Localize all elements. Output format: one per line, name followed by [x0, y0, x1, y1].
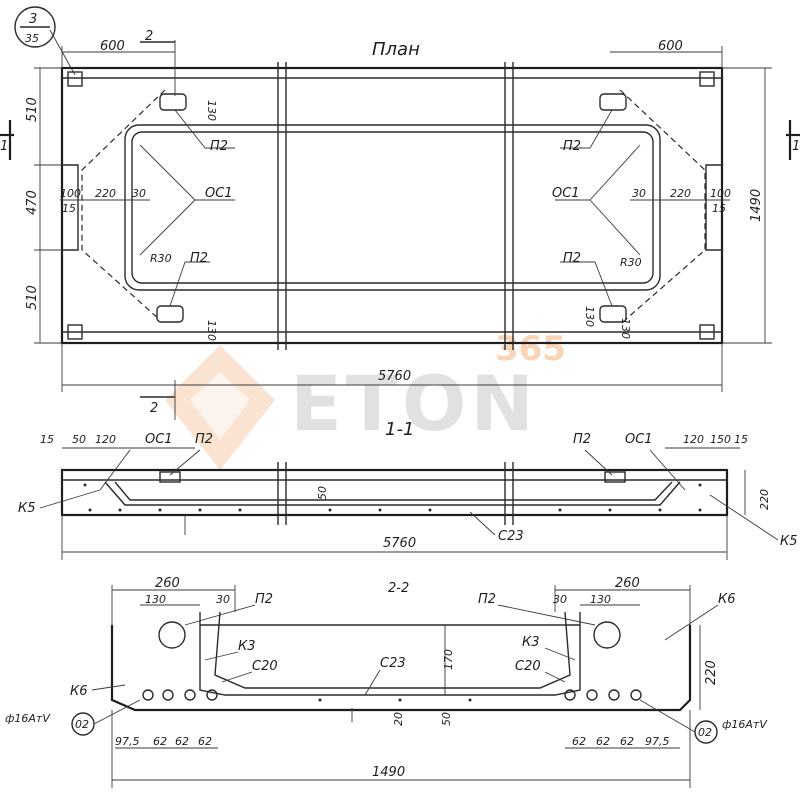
plan-dim-130-b: 130	[205, 320, 218, 341]
plan-dim-510-top: 510	[25, 97, 40, 122]
sec2-dim-30-left: 30	[216, 593, 230, 606]
plan-label-p2-rb: П2	[563, 251, 581, 266]
sec1-dim-120-left: 120	[95, 433, 116, 446]
sec2-dim-220: 220	[704, 660, 719, 685]
sec2-dim-130-left: 130	[145, 593, 166, 606]
plan-section-mark-1-right: 1	[792, 139, 800, 154]
sec2-dim-130-right: 130	[590, 593, 611, 606]
plan-title: План	[372, 39, 420, 60]
sec2-dim-30-right: 30	[553, 593, 567, 606]
plan-dim-1490: 1490	[749, 189, 764, 222]
sec1-label-k5-right: К5	[780, 534, 798, 549]
plan-label-p2-lb: П2	[190, 251, 208, 266]
sec2-label-c20-left: С20	[252, 659, 278, 674]
sec2-b62-left-3: 62	[198, 735, 212, 748]
sec2-label-k6-left: К6	[70, 684, 88, 699]
watermark-logo-inner	[190, 372, 250, 440]
sec2-label-k3-right: К3	[522, 635, 540, 650]
sec1-dim-50-mid: 50	[316, 486, 329, 500]
plan-dim-510-bottom: 510	[25, 285, 40, 310]
sheet-reference: 3 35	[14, 6, 76, 76]
plan-label-p2-lt: П2	[210, 139, 228, 154]
sec2-label-c23: С23	[380, 656, 406, 671]
sheet-ref-bottom: 35	[25, 32, 39, 45]
sec2-label-c20-right: С20	[515, 659, 541, 674]
sec2-dim-260-right: 260	[615, 576, 640, 591]
plan-dim-100-right: 100	[710, 187, 731, 200]
watermark: ETON 365	[165, 329, 566, 470]
sec2-rebar-right: ф16АтV	[722, 718, 768, 731]
sec2-dim-170: 170	[442, 649, 455, 670]
sec2-b97-left: 97,5	[115, 735, 140, 748]
plan-dim-220-right: 220	[670, 187, 691, 200]
section-2-title: 2-2	[388, 581, 409, 596]
sec2-pos-left: 02	[75, 718, 89, 731]
sec2-b62-right-1: 62	[572, 735, 586, 748]
plan-dim-470: 470	[25, 190, 40, 215]
sec1-dim-5760: 5760	[383, 536, 416, 551]
sec2-label-k6-right: К6	[718, 592, 736, 607]
sec1-dim-15-right: 15	[734, 433, 748, 446]
sec1-label-oc1-right: ОС1	[625, 432, 653, 447]
sec2-b97-right: 97,5	[645, 735, 670, 748]
section-1-rebars	[83, 483, 702, 512]
sec1-dim-15-left: 15	[40, 433, 54, 446]
plan-dim-220-left: 220	[95, 187, 116, 200]
plan-dim-15-right: 15	[712, 202, 726, 215]
section-2-2: 2-2 260 130 30	[5, 576, 768, 788]
watermark-brand: ETON	[290, 359, 538, 448]
plan-label-oc1-r: ОС1	[552, 186, 580, 201]
sec2-pos-right: 02	[698, 726, 712, 739]
plan-dim-100-left: 100	[60, 187, 81, 200]
sec1-dim-150-right: 150	[710, 433, 731, 446]
sec1-label-p2-right: П2	[573, 432, 591, 447]
sec2-dim-20: 20	[392, 712, 405, 726]
plan-dim-130-c: 130	[583, 306, 596, 327]
plan-view: План	[0, 29, 800, 420]
sec2-b62-left-2: 62	[175, 735, 189, 748]
plan-section-mark-2-bottom: 2	[150, 401, 158, 416]
sec1-label-c23: С23	[498, 529, 524, 544]
plan-dim-r30-left: R30	[150, 252, 172, 265]
sec1-dim-220: 220	[758, 489, 771, 510]
sec2-dim-50: 50	[440, 712, 453, 726]
plan-dim-130-a: 130	[205, 100, 218, 121]
plan-label-p2-rt: П2	[563, 139, 581, 154]
sec1-dim-50-left: 50	[72, 433, 86, 446]
sec2-label-k3-left: К3	[238, 639, 256, 654]
plan-dim-30-left: 30	[132, 187, 146, 200]
watermark-number: 365	[495, 329, 566, 369]
sec2-label-p2-left: П2	[255, 592, 273, 607]
sec2-b62-right-3: 62	[620, 735, 634, 748]
plan-section-mark-2-top: 2	[145, 29, 153, 44]
plan-dim-600-left: 600	[100, 39, 125, 54]
sec2-b62-right-2: 62	[596, 735, 610, 748]
sec1-dim-120-right: 120	[683, 433, 704, 446]
sec2-label-p2-right: П2	[478, 592, 496, 607]
plan-dim-130-d: 130	[619, 318, 632, 339]
section-1-title: 1-1	[385, 419, 414, 440]
sec1-label-p2-left: П2	[195, 432, 213, 447]
plan-section-mark-1-left: 1	[0, 139, 8, 154]
plan-dim-30-right: 30	[632, 187, 646, 200]
section-2-rebars-left	[142, 689, 218, 701]
section-2-rebars-right	[564, 689, 642, 701]
plan-dim-5760: 5760	[378, 369, 411, 384]
sec2-b62-left-1: 62	[153, 735, 167, 748]
sec1-label-k5-left: К5	[18, 501, 36, 516]
sec1-label-oc1-left: ОС1	[145, 432, 173, 447]
plan-dim-r30-right: R30	[620, 256, 642, 269]
sec2-dim-1490: 1490	[372, 765, 405, 780]
sec2-rebar-left: ф16АтV	[5, 712, 51, 725]
sheet-ref-top: 3	[29, 12, 37, 27]
plan-label-oc1-l: ОС1	[205, 186, 233, 201]
section-1-1: 1-1 15 50 120 120 150 15 ОС1 П2	[18, 419, 798, 560]
plan-dim-600-right: 600	[658, 39, 683, 54]
plan-dim-15-left: 15	[62, 202, 76, 215]
sec2-dim-260-left: 260	[155, 576, 180, 591]
